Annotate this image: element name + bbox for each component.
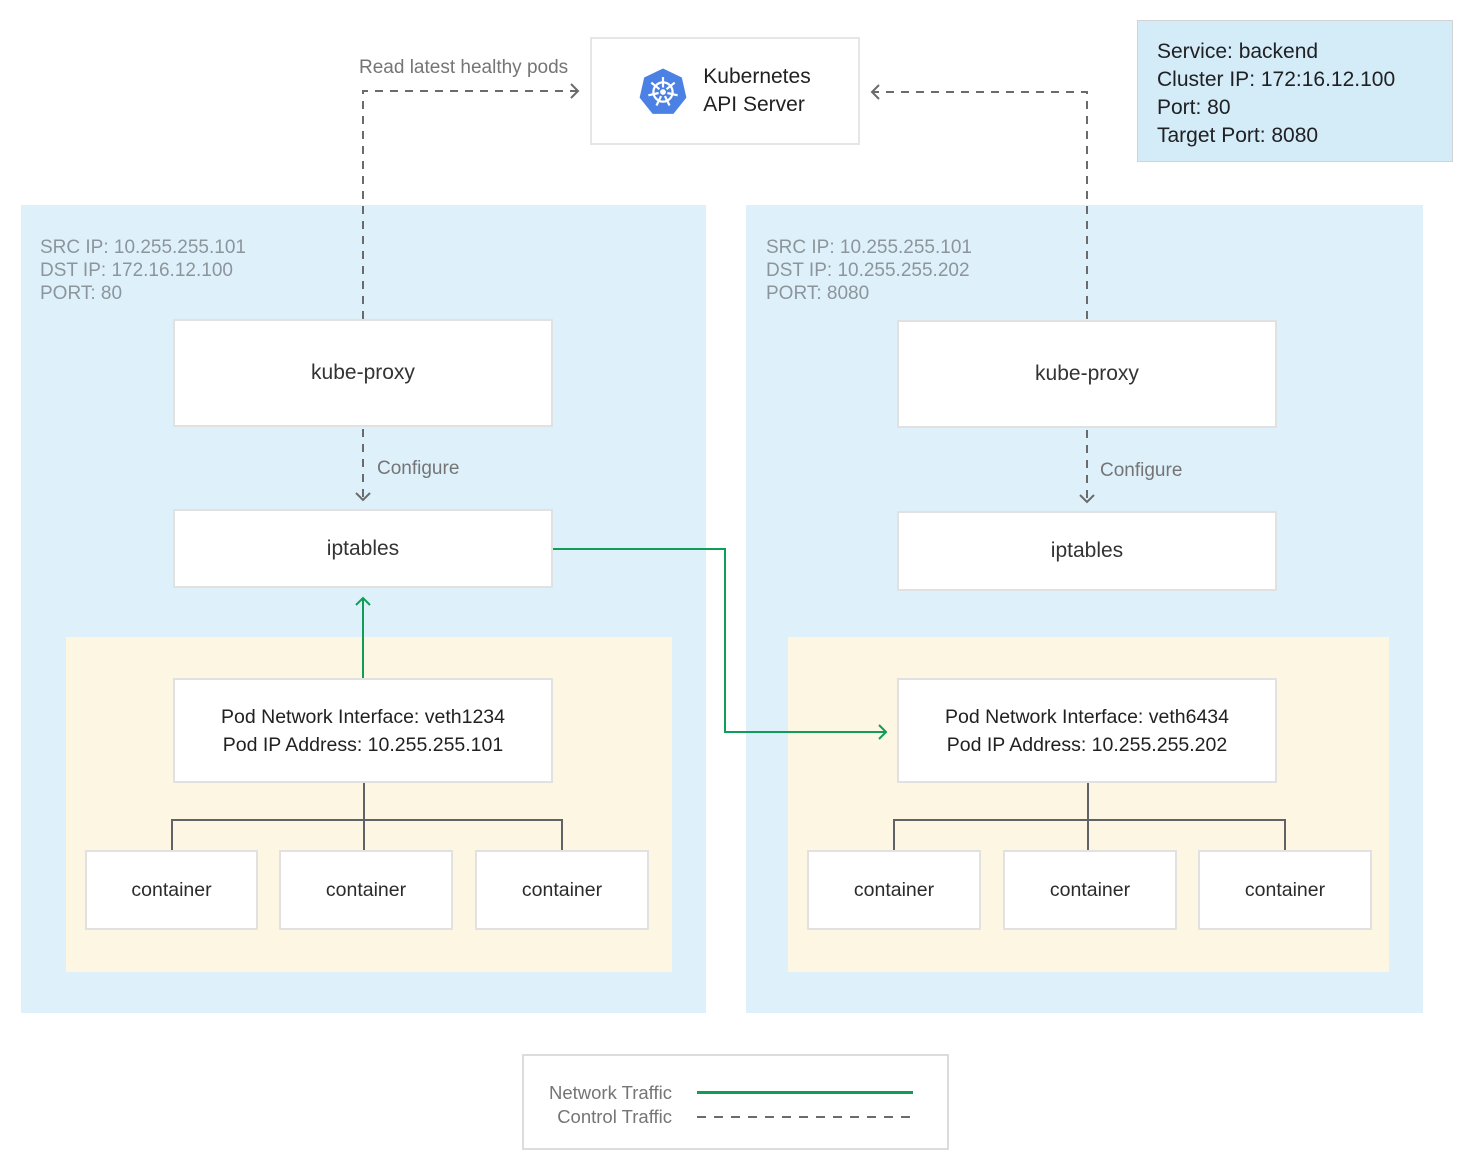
container-label: container [325,878,407,901]
api-server-label-line1: Kubernetes [703,65,811,88]
node-right-port: PORT: 8080 [766,283,870,304]
container-box: container [279,850,453,930]
kube-proxy-label-right: kube-proxy [1035,362,1139,385]
node-right-dst-ip: DST IP: 10.255.255.202 [766,260,970,281]
pod-interface-right: Pod Network Interface: veth6434 [945,705,1229,728]
node-left-dst-ip: DST IP: 172.16.12.100 [40,260,233,281]
node-left-port: PORT: 80 [40,283,123,304]
iptables-box-right: iptables [897,511,1277,591]
node-right-meta: SRC IP: 10.255.255.101 DST IP: 10.255.25… [766,236,972,305]
pod-ip-right: Pod IP Address: 10.255.255.202 [946,733,1228,756]
container-label: container [521,878,603,901]
service-name: Service: backend [1157,40,1319,63]
node-right-src-ip: SRC IP: 10.255.255.101 [766,237,972,258]
container-label: container [1244,878,1326,901]
service-info-card: Service: backend Cluster IP: 172:16.12.1… [1137,20,1453,162]
kube-proxy-label-left: kube-proxy [311,361,415,384]
container-box: container [475,850,649,930]
iptables-box-left: iptables [173,509,553,588]
legend-network-label: Network Traffic [548,1082,672,1103]
container-label: container [853,878,935,901]
container-label: container [131,878,212,901]
container-box: container [1003,850,1177,930]
configure-label-right: Configure [1100,460,1183,481]
pod-interface-box-left: Pod Network Interface: veth1234 Pod IP A… [173,678,553,783]
kubernetes-helm-icon [639,68,687,114]
pod-ip-left: Pod IP Address: 10.255.255.101 [222,733,504,756]
node-left-meta: SRC IP: 10.255.255.101 DST IP: 172.16.12… [40,236,246,305]
api-server-label-line2: API Server [703,93,805,116]
container-box: container [85,850,258,930]
service-port: Port: 80 [1157,96,1231,119]
legend-control-label: Control Traffic [557,1106,672,1127]
container-box: container [1198,850,1372,930]
kube-proxy-box-left: kube-proxy [173,319,553,427]
read-healthy-pods-label: Read latest healthy pods [359,57,569,78]
kube-proxy-box-right: kube-proxy [897,320,1277,428]
legend-network-line [697,1091,913,1094]
service-target-port: Target Port: 8080 [1157,124,1319,147]
pod-interface-box-right: Pod Network Interface: veth6434 Pod IP A… [897,678,1277,783]
api-server-box: Kubernetes API Server [590,37,860,145]
api-server-label: Kubernetes API Server [703,63,810,119]
iptables-label-right: iptables [1050,539,1124,562]
legend-control-line [697,1116,913,1118]
service-cluster-ip: Cluster IP: 172:16.12.100 [1157,68,1396,91]
iptables-label-left: iptables [326,536,400,560]
pod-interface-left: Pod Network Interface: veth1234 [221,705,505,728]
node-left-src-ip: SRC IP: 10.255.255.101 [40,237,246,258]
container-label: container [1049,878,1131,901]
container-box: container [807,850,981,930]
configure-label-left: Configure [377,458,460,479]
legend-box [522,1054,949,1150]
